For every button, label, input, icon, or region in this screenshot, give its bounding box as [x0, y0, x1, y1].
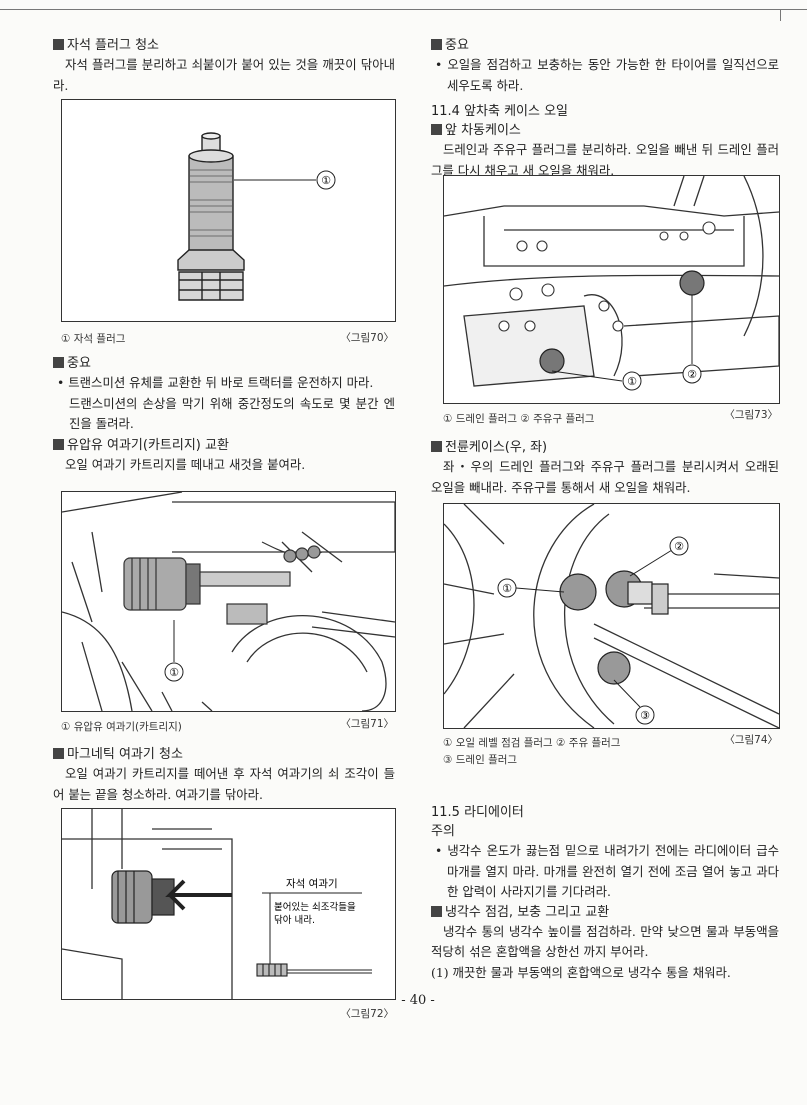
figure-71: ①	[61, 491, 396, 712]
figure-73: ① ②	[443, 175, 780, 404]
caution-heading: 주의	[431, 824, 455, 839]
front-axle-case-illustration: ① ②	[444, 176, 779, 391]
hydraulic-filter-illustration: ①	[62, 492, 395, 711]
fig72-label-line1: 붙어있는 쇠조각들을	[274, 901, 356, 913]
paragraph-coolant: 냉각수 통의 냉각수 높이를 점검하라. 만약 낮으면 물과 부동액을 적당히 …	[431, 923, 779, 960]
section-heading-hydraulic-filter: 유압유 여과기(카트리지) 교환	[53, 436, 395, 455]
left-column-magnetic: 마그네틱 여과기 청소 오일 여과기 카트리지를 떼어낸 후 자석 여과기의 쇠…	[53, 745, 395, 805]
right-column-top: 중요 • 오일을 점검하고 보충하는 동안 가능한 한 타이어를 일직선으로 세…	[431, 36, 779, 181]
square-bullet-icon	[431, 905, 442, 917]
fig70-caption-number: 〈그림70〉	[340, 332, 394, 344]
coolant-step-1: (1) 깨끗한 물과 부동액의 혼합액으로 냉각수 통을 채워라.	[431, 964, 731, 980]
corner-rule	[780, 9, 781, 21]
fig74-callout-1: ①	[502, 582, 512, 595]
paragraph-front-differential: 드레인과 주유구 플러그를 분리하라. 오일을 빼낸 뒤 드레인 플러그를 다시…	[431, 142, 779, 178]
important-line-2: 드랜스미션의 손상을 막기 위해 중간정도의 속도로 몇 분간 엔진을 돌려라.	[69, 395, 395, 432]
fig73-callout-2: ②	[687, 368, 697, 381]
fig73-caption-label: ① 드레인 플러그 ② 주유구 플러그	[443, 413, 595, 425]
square-bullet-icon	[53, 438, 64, 450]
paragraph-magnetic-filter: 오일 여과기 카트리지를 떼어낸 후 자석 여과기의 쇠 조각이 들어 붙는 끝…	[53, 766, 395, 802]
fig72-label-line2: 닦아 내라.	[274, 914, 315, 926]
fig74-callout-3: ③	[640, 709, 650, 722]
fig71-caption-number: 〈그림71〉	[340, 718, 394, 730]
paragraph-hydraulic-filter: 오일 여과기 카트리지를 떼내고 새것을 붙여라.	[65, 456, 306, 472]
fig71-callout-1: ①	[169, 666, 179, 679]
right-important-line: • 오일을 점검하고 보충하는 동안 가능한 한 타이어를 일직선으로 세우도록…	[435, 57, 779, 93]
fig70-callout-1: ①	[321, 174, 331, 187]
important-line-1: • 트랜스미션 유체를 교환한 뒤 바로 트랙터를 운전하지 마라.	[57, 375, 374, 390]
section-11-4-title: 11.4 앞차축 케이스 오일	[431, 104, 569, 119]
square-bullet-icon	[431, 124, 442, 135]
square-bullet-icon	[53, 357, 64, 368]
paragraph-front-wheel-case: 좌・우의 드레인 플러그와 주유구 플러그를 분리시켜서 오래된 오일을 빼내라…	[431, 459, 779, 495]
right-column-radiator: 11.5 라디에이터 주의 • 냉각수 온도가 끓는점 밑으로 내려가기 전에는…	[431, 803, 779, 983]
top-rule	[0, 9, 807, 10]
fig71-caption-label: ① 유압유 여과기(카트리지)	[61, 721, 182, 733]
fig74-callout-2: ②	[674, 540, 684, 553]
section-heading-magnetic-filter: 마그네틱 여과기 청소	[53, 745, 395, 764]
square-bullet-icon	[431, 441, 442, 452]
subsection-front-differential: 앞 차동케이스	[431, 121, 779, 140]
right-important-heading: 중요	[431, 36, 779, 55]
left-column-important: 중요 • 트랜스미션 유체를 교환한 뒤 바로 트랙터를 운전하지 마라. 드랜…	[53, 354, 395, 475]
left-column-top: 자석 플러그 청소 자석 플러그를 분리하고 쇠붙이가 붙어 있는 것을 깨끗이…	[53, 36, 395, 96]
paragraph-magnet-plug: 자석 플러그를 분리하고 쇠붙이가 붙어 있는 것을 깨끗이 닦아내라.	[53, 57, 395, 93]
section-heading-magnet-plug: 자석 플러그 청소	[53, 36, 395, 55]
square-bullet-icon	[53, 39, 64, 50]
section-11-5-title: 11.5 라디에이터	[431, 805, 524, 820]
fig73-caption-number: 〈그림73〉	[724, 409, 778, 421]
subsection-coolant: 냉각수 점검, 보충 그리고 교환	[431, 903, 779, 922]
important-heading: 중요	[53, 354, 395, 373]
figure-72: 자석 여과기 붙어있는 쇠조각들을 닦아 내라.	[61, 808, 396, 1000]
fig74-caption-number: 〈그림74〉	[724, 734, 778, 746]
magnet-plug-illustration: ①	[177, 132, 336, 301]
fig70-caption-label: ① 자석 플러그	[61, 333, 126, 345]
fig74-caption-label-1: ① 오일 레벨 점검 플러그 ② 주유 플러그	[443, 737, 621, 749]
magnetic-filter-illustration: 자석 여과기 붙어있는 쇠조각들을 닦아 내라.	[62, 809, 372, 999]
figure-74: ① ② ③	[443, 503, 780, 729]
right-column-front-case: 전륜케이스(우, 좌) 좌・우의 드레인 플러그와 주유구 플러그를 분리시켜서…	[431, 438, 779, 498]
fig74-caption-label-2: ③ 드레인 플러그	[443, 754, 518, 766]
fig72-label-title: 자석 여과기	[286, 878, 338, 890]
fig73-callout-1: ①	[627, 375, 637, 388]
front-wheel-case-illustration: ① ② ③	[444, 504, 779, 728]
page-number: - 40 -	[401, 993, 435, 1008]
caution-line: • 냉각수 온도가 끓는점 밑으로 내려가기 전에는 라디에이터 급수마개를 열…	[435, 843, 779, 899]
figure-70: ①	[61, 99, 396, 322]
subsection-front-wheel-case: 전륜케이스(우, 좌)	[431, 438, 779, 457]
square-bullet-icon	[431, 39, 442, 50]
square-bullet-icon	[53, 748, 64, 759]
fig72-caption-number: 〈그림72〉	[340, 1008, 394, 1020]
